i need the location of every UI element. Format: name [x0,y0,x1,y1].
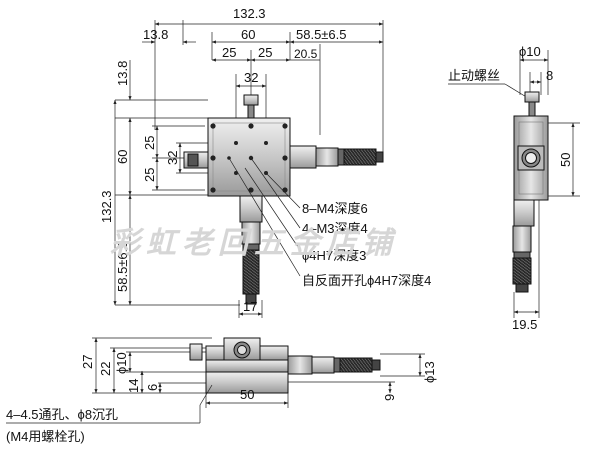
front-note-line1: 4–4.5通孔、ϕ8沉孔 [6,407,118,422]
dim-travel: 58.5±6.5 [296,27,347,42]
hole-m4-6 [210,187,216,193]
callout-back-hole: 自反面开孔ϕ4H7深度4 [302,273,431,288]
lock-screw-label: 止动螺丝 [448,68,500,83]
callout-m4: 8–M4深度6 [302,201,368,216]
front-dim-9: 9 [382,394,397,401]
dim-total-height: 132.3 [99,190,114,223]
hole-m4-4 [210,155,216,161]
dim-left-offset: 13.8 [143,27,168,42]
hole-m4-1 [210,123,216,129]
dim-knob-width: 17 [243,299,257,314]
callout-pin-hole: ϕ4H7深度3 [302,248,366,263]
hole-m4-5 [282,155,288,161]
hole-m4-7 [248,187,254,193]
top-horizontal-dimensions: 132.3 13.8 60 58.5±6.5 25 25 20.5 32 [142,6,384,155]
front-dim-dia10: ϕ10 [114,352,129,374]
dim-total-width: 132.3 [233,6,266,21]
top-view: 132.3 13.8 60 58.5±6.5 25 25 20.5 32 [99,6,431,318]
front-view: 27 22 ϕ10 14 6 50 [6,337,437,444]
hole-m3-2 [264,141,268,145]
front-dim-dia13: ϕ13 [422,361,437,383]
dim-screw-offset: 20.5 [294,47,318,61]
hole-m3-3 [234,171,238,175]
side-dim-19-5: 19.5 [512,317,537,332]
dim-travel-v: 58.5±6.5 [115,241,130,292]
dim-hole-25b: 25 [142,168,157,182]
dim-pcd-32: 32 [165,151,180,165]
front-dim-50: 50 [240,387,254,402]
left-vertical-dimensions: 13.8 60 58.5±6.5 132.3 25 25 32 [99,60,240,306]
front-view-body [189,337,381,394]
hole-m3-1 [234,141,238,145]
watermark: 彩虹老回五金店铺 [110,226,398,260]
dim-hole-25a: 25 [142,136,157,150]
dim-table-width: 60 [241,27,255,42]
callout-m3: 4–M3深度4 [302,221,368,236]
front-dim-14: 14 [126,379,141,393]
hole-m4-8 [282,187,288,193]
front-dim-27: 27 [80,355,95,369]
front-dim-6: 6 [145,384,160,391]
hole-m4-3 [282,123,288,129]
dim-height-60: 60 [115,150,130,164]
side-dim-dia10: ϕ10 [519,44,541,59]
front-note-line2: (M4用螺栓孔) [6,429,85,444]
top-view-body [183,94,384,305]
dim-left-top: 13.8 [115,61,130,86]
dim-half-b: 25 [258,45,272,60]
side-view: ϕ10 8 止动螺丝 50 19.5 [448,44,580,332]
side-dim-8: 8 [546,68,553,83]
side-view-body [512,91,549,293]
callout-leaders [228,157,301,277]
dim-hole-span: 32 [244,70,258,85]
side-dim-50: 50 [558,153,573,167]
hole-m4-2 [248,123,254,129]
dim-half-a: 25 [222,45,236,60]
front-dim-22: 22 [98,362,113,376]
